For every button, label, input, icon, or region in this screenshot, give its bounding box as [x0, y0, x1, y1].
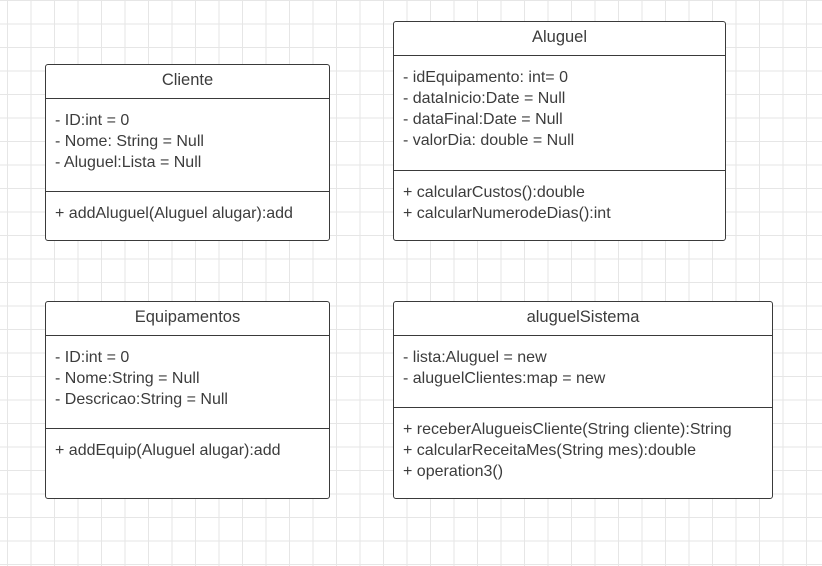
attribute: - dataInicio:Date = Null — [403, 90, 566, 107]
class-name: Cliente — [46, 65, 329, 99]
attribute: - lista:Aluguel = new — [403, 349, 547, 366]
attribute: - Aluguel:Lista = Null — [55, 154, 202, 171]
methods-compartment: + addEquip(Aluguel alugar):add — [46, 429, 329, 461]
methods-compartment: + receberAlugueisCliente(String cliente)… — [394, 408, 772, 482]
method: + calcularNumerodeDias():int — [403, 205, 611, 222]
methods-compartment: + calcularCustos():double + calcularNume… — [394, 171, 725, 224]
attribute: - ID:int = 0 — [55, 112, 130, 129]
methods-compartment: + addAluguel(Aluguel alugar):add — [46, 192, 329, 224]
class-equipamentos[interactable]: Equipamentos - ID:int = 0 - Nome:String … — [45, 301, 330, 499]
attributes-compartment: - lista:Aluguel = new - aluguelClientes:… — [394, 336, 772, 408]
method: + addAluguel(Aluguel alugar):add — [55, 205, 293, 222]
attributes-compartment: - ID:int = 0 - Nome: String = Null - Alu… — [46, 99, 329, 192]
attributes-compartment: - idEquipamento: int= 0 - dataInicio:Dat… — [394, 56, 725, 171]
class-name: Equipamentos — [46, 302, 329, 336]
attribute: - valorDia: double = Null — [403, 132, 575, 149]
class-name: aluguelSistema — [394, 302, 772, 336]
attribute: - Nome:String = Null — [55, 370, 200, 387]
class-name: Aluguel — [394, 22, 725, 56]
class-cliente[interactable]: Cliente - ID:int = 0 - Nome: String = Nu… — [45, 64, 330, 241]
attribute: - idEquipamento: int= 0 — [403, 69, 568, 86]
method: + calcularCustos():double — [403, 184, 585, 201]
attribute: - ID:int = 0 — [55, 349, 130, 366]
attribute: - dataFinal:Date = Null — [403, 111, 563, 128]
attribute: - aluguelClientes:map = new — [403, 370, 606, 387]
attributes-compartment: - ID:int = 0 - Nome:String = Null - Desc… — [46, 336, 329, 429]
method: + operation3() — [403, 463, 504, 480]
class-aluguelsistema[interactable]: aluguelSistema - lista:Aluguel = new - a… — [393, 301, 773, 499]
method: + calcularReceitaMes(String mes):double — [403, 442, 697, 459]
method: + receberAlugueisCliente(String cliente)… — [403, 421, 732, 438]
attribute: - Descricao:String = Null — [55, 391, 228, 408]
attribute: - Nome: String = Null — [55, 133, 204, 150]
class-aluguel[interactable]: Aluguel - idEquipamento: int= 0 - dataIn… — [393, 21, 726, 241]
method: + addEquip(Aluguel alugar):add — [55, 442, 281, 459]
